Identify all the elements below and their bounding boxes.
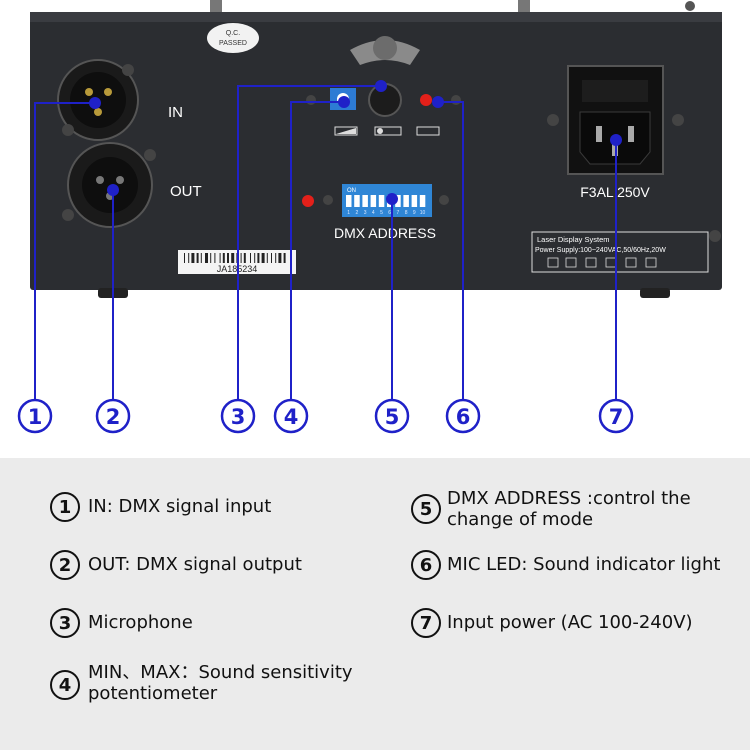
callout-marker-5 [374, 398, 410, 434]
spec-title: Laser Display System [537, 235, 610, 244]
callout-marker-1 [17, 398, 53, 434]
qc-sticker-line1: Q.C. [226, 30, 240, 37]
legend-item-6: 6 MIC LED: Sound indicator light [411, 550, 720, 580]
in-label: IN [168, 104, 183, 121]
callout-dot-1 [89, 97, 101, 109]
legend-item-7: 7 Input power (AC 100-240V) [411, 608, 693, 638]
spec-plate [531, 231, 709, 273]
dip-key-2 [354, 195, 360, 207]
dip-number-3: 3 [364, 210, 367, 216]
min-max-icon [334, 126, 358, 136]
dip-key-4 [370, 195, 377, 207]
callout-dot-7 [610, 134, 622, 146]
dip-number-8: 8 [405, 210, 408, 216]
dip-key-1 [346, 195, 352, 207]
certification-icons [547, 257, 657, 268]
legend-text-7: Input power (AC 100-240V) [447, 612, 693, 633]
callout-marker-number-4: 4 [284, 405, 299, 429]
dip-number-7: 7 [397, 210, 400, 216]
mic-led [420, 94, 432, 106]
callout-line-6 [438, 101, 464, 399]
callout-dot-3 [375, 80, 387, 92]
dip-number-10: 10 [420, 210, 426, 216]
callout-line-1 [34, 102, 95, 399]
legend-item-1: 1 IN: DMX signal input [50, 492, 271, 522]
dip-number-6: 6 [388, 210, 391, 216]
legend-text-6: MIC LED: Sound indicator light [447, 554, 721, 575]
dip-number-5: 5 [380, 210, 383, 216]
legend-number-2: 2 [50, 550, 80, 580]
dip-number-9: 9 [413, 210, 416, 216]
legend-number-6: 6 [411, 550, 441, 580]
fuse-holder [582, 80, 648, 102]
dip-key-9 [411, 195, 418, 207]
legend-number-7: 7 [411, 608, 441, 638]
qc-sticker-line2: PASSED [219, 40, 247, 47]
foot-right [640, 288, 670, 298]
callout-dot-5 [386, 193, 398, 205]
dip-key-8 [403, 195, 409, 207]
legend-item-3: 3 Microphone [50, 608, 193, 638]
callout-marker-number-5: 5 [385, 405, 400, 429]
legend-item-4: 4 MIN、MAX：Sound sensitivity potentiomete… [50, 662, 353, 704]
rear-panel [30, 12, 722, 290]
dmx-led [302, 195, 314, 207]
callout-marker-number-7: 7 [609, 405, 624, 429]
callout-line-4 [290, 101, 344, 399]
out-label: OUT [170, 183, 202, 200]
dmx-address-label: DMX ADDRESS [334, 225, 436, 241]
dip-key-7 [395, 195, 401, 207]
callout-marker-6 [445, 398, 481, 434]
callout-marker-7 [598, 398, 634, 434]
callout-marker-3 [220, 398, 256, 434]
callout-marker-2 [95, 398, 131, 434]
legend-text-1: IN: DMX signal input [88, 496, 272, 517]
legend-number-3: 3 [50, 608, 80, 638]
legend-text-4: MIN、MAX：Sound sensitivity potentiometer [88, 662, 353, 704]
led-icon [416, 126, 440, 136]
dip-number-2: 2 [356, 210, 359, 216]
legend-number-1: 1 [50, 492, 80, 522]
handle-right [518, 0, 530, 12]
legend-item-2: 2 OUT: DMX signal output [50, 550, 302, 580]
dip-number-4: 4 [372, 210, 375, 216]
legend-panel: 1 IN: DMX signal input 2 OUT: DMX signal… [0, 458, 750, 750]
mic-icon [374, 126, 402, 136]
callout-marker-number-1: 1 [28, 405, 43, 429]
callout-dot-2 [107, 184, 119, 196]
callout-dot-4 [338, 96, 350, 108]
legend-number-5: 5 [411, 494, 441, 524]
dip-key-5 [378, 195, 385, 207]
legend-number-4: 4 [50, 670, 80, 700]
spec-power: Power Supply:100~240VAC,50/60Hz,20W [535, 247, 666, 254]
legend-item-5: 5 DMX ADDRESS :control the change of mod… [411, 488, 691, 530]
callout-marker-number-6: 6 [456, 405, 471, 429]
dip-number-1: 1 [347, 210, 350, 216]
callout-dot-6 [432, 96, 444, 108]
handle-left [210, 0, 222, 12]
callout-line-3 [237, 85, 381, 399]
dip-key-10 [419, 195, 426, 207]
qc-sticker [207, 23, 259, 53]
dip-on-label: ON [347, 188, 356, 194]
callout-marker-number-3: 3 [231, 405, 246, 429]
legend-text-3: Microphone [88, 612, 193, 633]
callout-marker-number-2: 2 [106, 405, 121, 429]
dip-key-3 [362, 195, 368, 207]
callout-marker-4 [273, 398, 309, 434]
legend-text-2: OUT: DMX signal output [88, 554, 302, 575]
legend-text-5: DMX ADDRESS :control the change of mode [447, 488, 691, 530]
